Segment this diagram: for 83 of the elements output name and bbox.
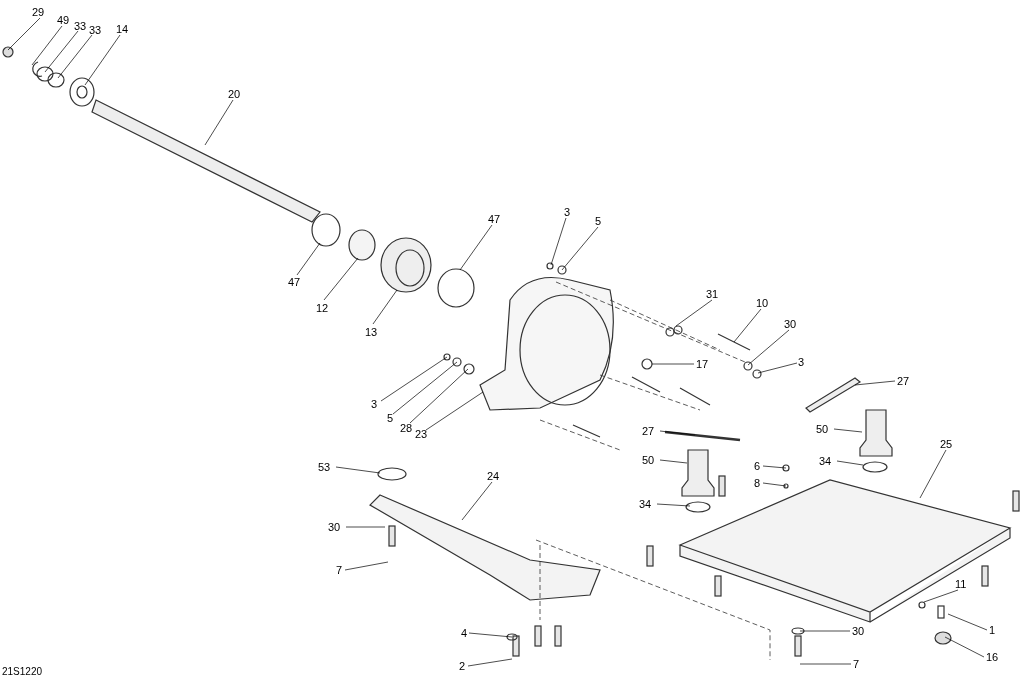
leader-line	[550, 217, 567, 266]
callout-number: 10	[756, 297, 769, 309]
callout-number: 30	[852, 625, 865, 637]
callout-number: 33	[74, 20, 87, 32]
drawing-number: 21S1220	[2, 666, 43, 678]
callout-number: 7	[336, 564, 343, 576]
leader-line	[836, 460, 864, 466]
callout-number: 47	[488, 213, 501, 225]
leader-line	[944, 636, 985, 658]
leader-line	[7, 17, 41, 51]
callout-number: 5	[595, 215, 602, 227]
leader-line	[762, 465, 787, 469]
callout-number: 29	[32, 6, 45, 18]
callout-number: 16	[986, 651, 999, 663]
callout-number: 24	[487, 470, 500, 482]
leader-line	[747, 329, 790, 366]
leader-line	[84, 34, 121, 86]
leader-line	[461, 481, 493, 521]
callout-number: 17	[696, 358, 709, 370]
leader-line	[762, 482, 787, 487]
callout-number: 5	[387, 412, 394, 424]
leader-line	[57, 34, 93, 79]
leader-line	[323, 257, 359, 301]
leader-line	[923, 589, 959, 603]
callout-number: 6	[754, 460, 761, 472]
callout-number: 33	[89, 24, 102, 36]
leader-line	[392, 361, 458, 415]
callout-number: 47	[288, 276, 301, 288]
leader-line	[467, 658, 513, 667]
callout-number: 49	[57, 14, 70, 26]
leader-line	[204, 99, 234, 146]
leader-line	[344, 561, 389, 571]
callout-number: 27	[897, 375, 910, 387]
callout-number: 23	[415, 428, 428, 440]
callout-number: 25	[940, 438, 953, 450]
callout-number: 34	[819, 455, 832, 467]
callout-number: 8	[754, 477, 761, 489]
leader-line	[345, 526, 386, 528]
leader-line	[44, 30, 79, 73]
callout-number: 7	[853, 658, 860, 670]
leader-line	[659, 459, 688, 464]
leader-line	[833, 428, 863, 433]
callout-number: 53	[318, 461, 331, 473]
callout-number: 2	[459, 660, 466, 672]
callout-number: 1	[989, 624, 996, 636]
leader-line	[656, 503, 691, 507]
callout-number: 11	[955, 578, 967, 590]
callout-number: 50	[816, 423, 829, 435]
callout-number: 30	[784, 318, 797, 330]
leader-line	[733, 308, 762, 343]
leader-line	[854, 380, 896, 386]
leader-line	[335, 466, 381, 474]
leader-line	[425, 391, 484, 431]
callout-number: 3	[371, 398, 378, 410]
leader-line	[468, 632, 513, 638]
leader-line	[651, 363, 695, 365]
callout-number: 13	[365, 326, 378, 338]
callout-number: 14	[116, 23, 129, 35]
leader-line	[799, 663, 852, 665]
callout-number: 12	[316, 302, 329, 314]
leader-line	[296, 242, 321, 276]
callout-number: 34	[639, 498, 652, 510]
leader-line	[947, 613, 988, 631]
leader-line	[459, 224, 493, 271]
callout-number: 50	[642, 454, 655, 466]
leader-line	[409, 368, 469, 424]
callout-number: 4	[461, 627, 468, 639]
leader-line	[757, 362, 798, 374]
callout-number: 30	[328, 521, 341, 533]
leader-line	[31, 25, 63, 66]
callout-number: 3	[798, 356, 805, 368]
callout-number: 31	[706, 288, 719, 300]
leader-line	[380, 356, 448, 402]
callout-number: 27	[642, 425, 655, 437]
callout-number: 3	[564, 206, 571, 218]
callout-number: 20	[228, 88, 241, 100]
leader-line	[675, 299, 713, 327]
leader-line	[659, 430, 696, 436]
callout-number: 28	[400, 422, 413, 434]
leader-line	[799, 630, 851, 632]
leader-line	[919, 449, 947, 499]
leader-line	[561, 226, 599, 271]
leader-line	[372, 289, 398, 325]
